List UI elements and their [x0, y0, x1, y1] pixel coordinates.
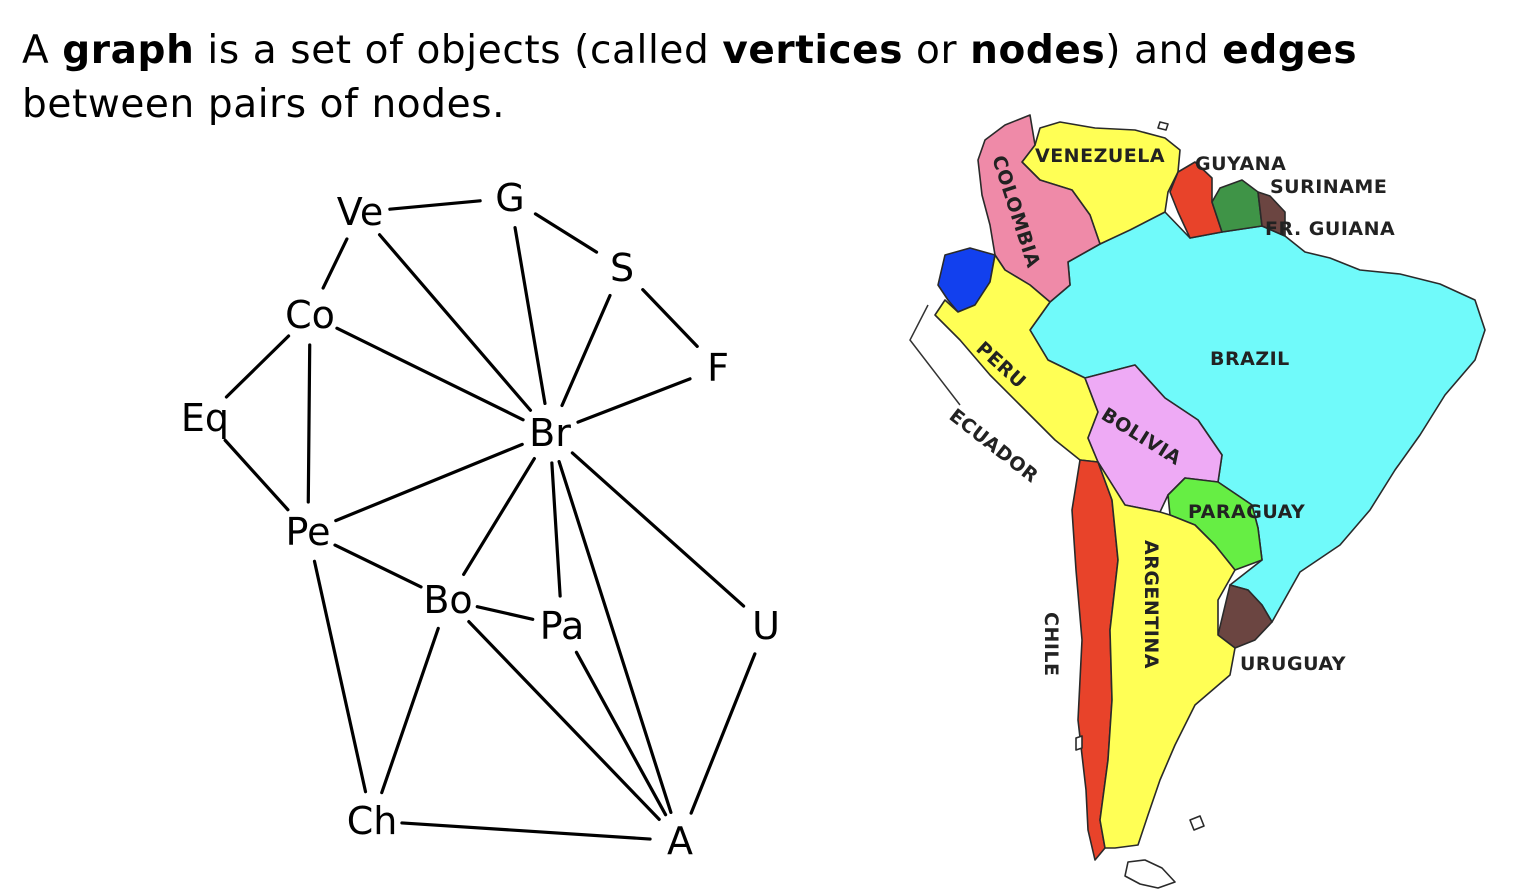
label-ecuador: ECUADOR	[945, 405, 1042, 488]
label-suriname: SURINAME	[1270, 176, 1387, 198]
node-bo: Bo	[423, 578, 472, 622]
edge-pa-a	[574, 650, 668, 817]
country-colombia	[977, 114, 1101, 303]
heading-part: or	[903, 28, 971, 73]
edge-bo-pa	[475, 605, 535, 621]
edge-co-eq	[224, 334, 291, 399]
edge-f-br	[576, 377, 692, 424]
node-a: A	[667, 819, 693, 863]
term-nodes: nodes	[970, 28, 1106, 73]
edge-ve-br	[377, 233, 533, 412]
ecuador-leader-line	[909, 304, 961, 406]
edge-s-f	[641, 288, 699, 348]
node-co: Co	[285, 293, 335, 337]
node-pa: Pa	[540, 604, 585, 648]
heading-part: ) and	[1105, 28, 1223, 73]
label-venezuela: VENEZUELA	[1035, 145, 1165, 167]
label-brazil: BRAZIL	[1210, 348, 1290, 370]
node-s: S	[610, 246, 634, 290]
label-paraguay: PARAGUAY	[1188, 501, 1305, 523]
heading-part: between pairs of nodes.	[22, 82, 506, 127]
edge-bo-a	[467, 620, 661, 821]
country-fr-guiana	[1257, 191, 1286, 237]
edge-ch-a	[400, 821, 652, 841]
heading-text: A graph is a set of objects (called vert…	[22, 24, 1502, 132]
edge-co-pe	[306, 343, 312, 504]
edge-pe-ch	[312, 559, 368, 794]
node-u: U	[752, 604, 780, 648]
node-f: F	[707, 346, 729, 390]
edge-ve-g	[388, 199, 482, 211]
label-argentina: ARGENTINA	[1140, 540, 1162, 669]
term-graph: graph	[62, 28, 195, 73]
node-ve: Ve	[337, 190, 383, 234]
edge-g-s	[533, 212, 599, 254]
edge-eq-pe	[223, 438, 290, 512]
heading-part: is a set of objects (called	[194, 28, 723, 73]
term-edges: edges	[1222, 28, 1358, 73]
term-vertices: vertices	[722, 28, 904, 73]
heading-part: A	[22, 28, 63, 73]
map-countries	[909, 114, 1486, 889]
island-shape	[1124, 859, 1176, 889]
label-uruguay: URUGUAY	[1240, 653, 1346, 675]
graph-edges	[223, 199, 757, 841]
edge-u-a	[689, 652, 757, 815]
node-ch: Ch	[347, 799, 398, 843]
node-pe: Pe	[286, 510, 331, 554]
edge-co-br	[335, 326, 525, 422]
edge-br-pa	[550, 461, 562, 598]
edge-br-u	[570, 451, 746, 608]
edge-bo-ch	[380, 626, 440, 795]
edge-pe-bo	[333, 543, 423, 589]
edge-br-a	[557, 459, 673, 815]
edge-ve-co	[321, 237, 349, 290]
label-guyana: GUYANA	[1195, 153, 1286, 175]
edge-br-bo	[462, 457, 536, 576]
label-fr-guiana: FR. GUIANA	[1265, 218, 1395, 240]
country-suriname	[1211, 179, 1263, 233]
country-argentina	[1097, 461, 1236, 849]
label-chile: CHILE	[1040, 612, 1062, 677]
island-shape	[1157, 121, 1169, 131]
edge-s-br	[560, 293, 612, 408]
node-g: G	[495, 176, 524, 220]
island-shape	[1075, 735, 1083, 751]
edge-pe-br	[334, 442, 524, 523]
node-br: Br	[529, 411, 571, 455]
node-eq: Eq	[181, 396, 229, 440]
island-shape	[1189, 815, 1205, 831]
edge-g-br	[513, 225, 547, 406]
